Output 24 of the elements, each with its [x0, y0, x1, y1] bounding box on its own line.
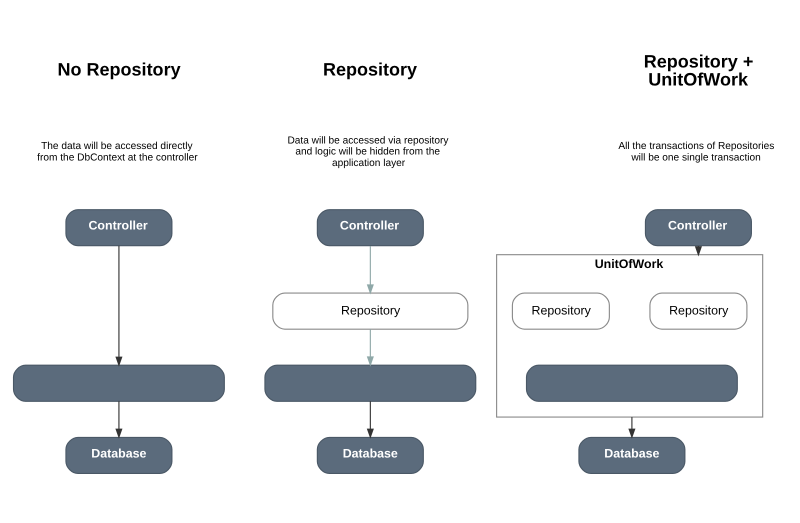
node-box: Repository: [272, 292, 468, 330]
arrow: [366, 246, 374, 294]
label: No Repository: [56, 59, 180, 80]
node-box: Controller: [316, 209, 424, 246]
arrow: [628, 417, 635, 439]
node-box: Database: [64, 436, 172, 474]
node-box: Repository: [648, 292, 747, 330]
label: All the transactions of Repositories will be one single transaction: [618, 140, 774, 164]
node-box: Database: [578, 436, 685, 474]
node-box: [264, 364, 476, 402]
arrow: [114, 401, 122, 439]
label: Repository + UnitOfWork: [643, 51, 753, 90]
arrow: [366, 401, 374, 439]
arrow: [694, 246, 702, 256]
arrow: [366, 329, 374, 367]
node-box: Controller: [64, 209, 172, 246]
node-box: Database: [316, 436, 424, 474]
node-box: Repository: [511, 292, 610, 330]
label: The data will be accessed directly from the DbContext at the controller: [36, 140, 198, 164]
label: Data will be accessed via repository and logic will be hidden from the application layer: [286, 135, 448, 169]
arrow: [114, 246, 122, 367]
label: Repository: [322, 59, 417, 80]
node-box: [525, 364, 738, 402]
node-box: [12, 364, 224, 402]
